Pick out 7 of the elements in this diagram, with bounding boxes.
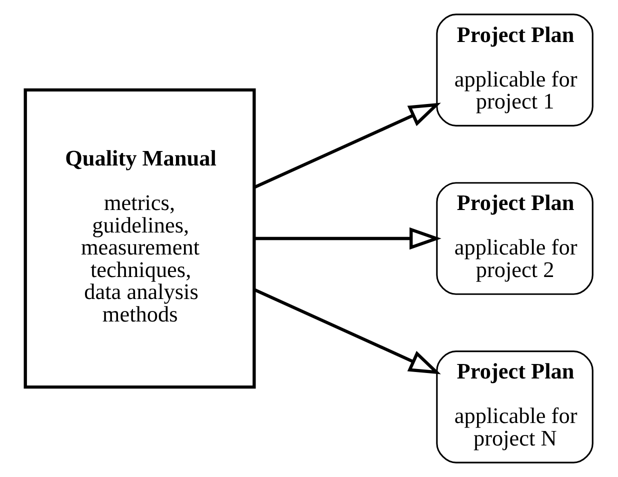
arrow (254, 288, 441, 374)
arrow (254, 227, 442, 250)
node-box: Quality Manual metrics, guidelines, measurement techniques, data analysis methods (24, 88, 256, 389)
arrow (254, 102, 441, 189)
node-box: Project Plan applicable for project 2 (436, 182, 594, 295)
node-box: Project Plan applicable for project N (436, 350, 594, 464)
node-box: Project Plan applicable for project 1 (436, 14, 594, 126)
